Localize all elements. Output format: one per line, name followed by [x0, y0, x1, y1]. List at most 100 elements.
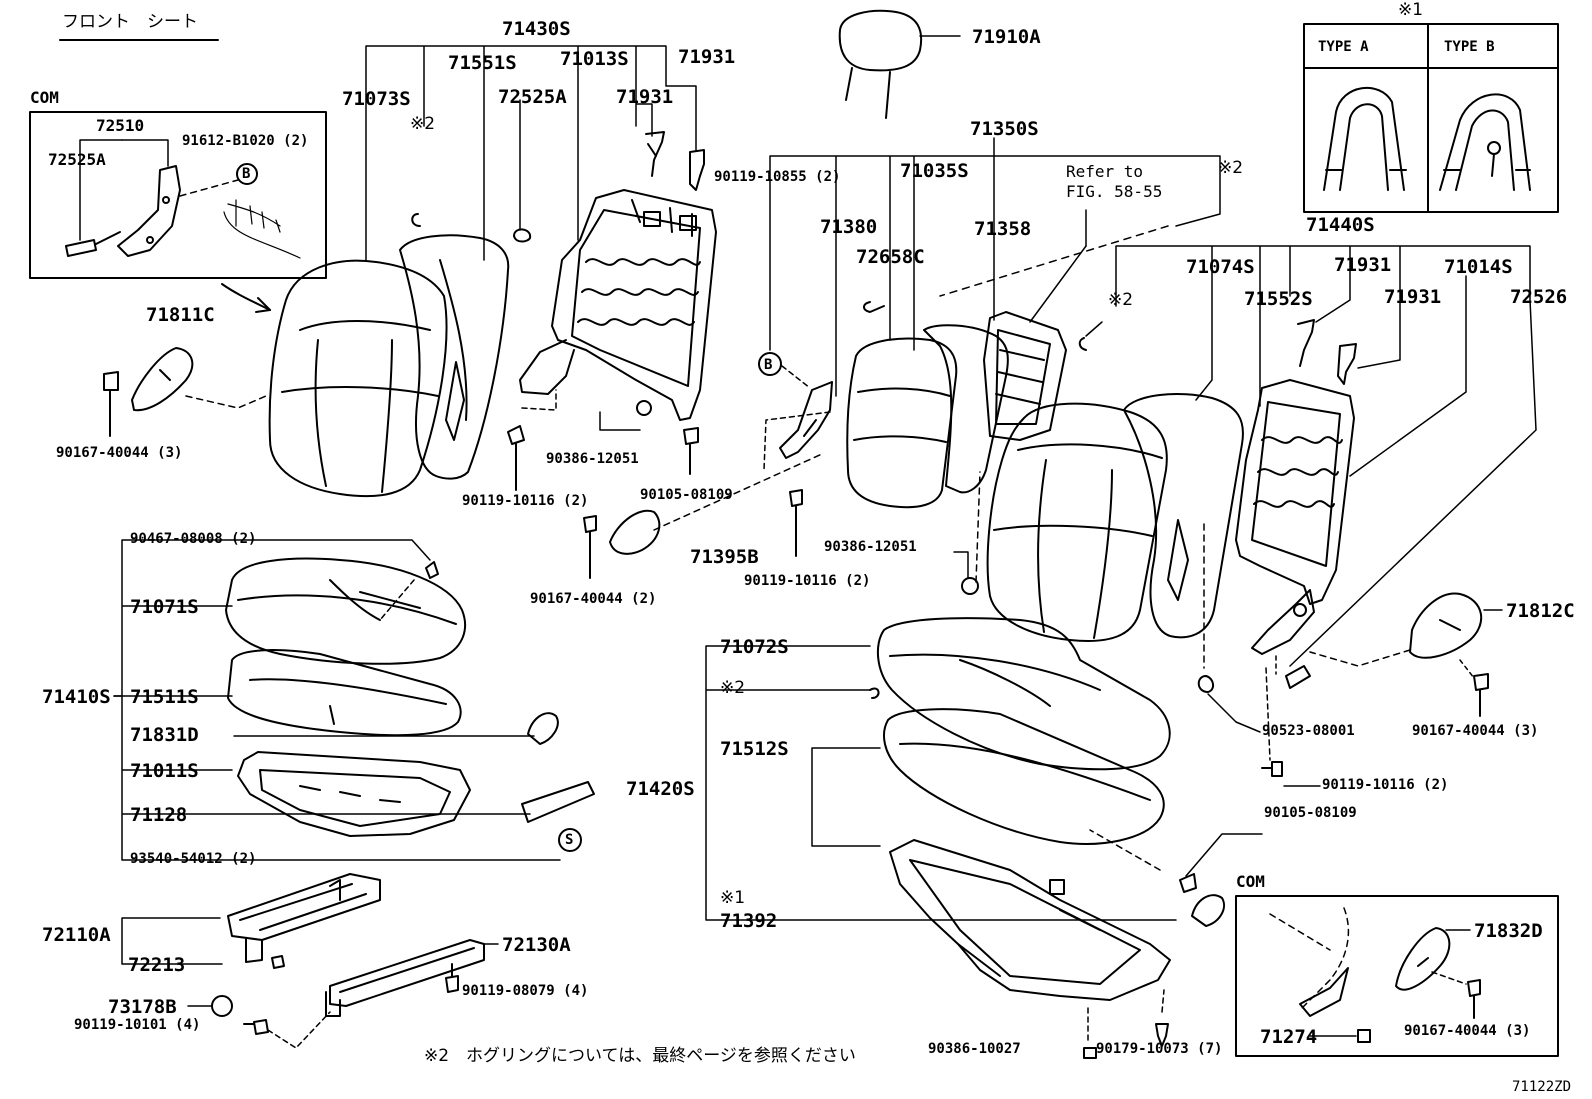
label-71392: 71392: [720, 910, 778, 932]
label-90386-10027: 90386-10027: [928, 1041, 1021, 1057]
leader-tree-71440S: [1115, 245, 1537, 667]
leader-90386-left: [599, 411, 641, 431]
label-b-inset: B: [242, 166, 251, 182]
seat-back-cover-left-icon: [268, 259, 448, 498]
hog-ring-icon-c: [1078, 337, 1087, 351]
cap-71274-icon: [1357, 1029, 1371, 1043]
label-71831D: 71831D: [130, 724, 199, 746]
ref-circle-b-inset: [236, 163, 258, 185]
leader-dash-bracket: [521, 389, 557, 411]
label-71380: 71380: [820, 216, 878, 238]
bolt-90167-left-icon: [103, 371, 119, 437]
type-inset-frame: [1303, 23, 1559, 213]
label-90523-08001: 90523-08001: [1262, 723, 1355, 739]
seat-rail-72130A-icon: [325, 939, 485, 1017]
seat-cushion-pad-right-icon: [883, 708, 1165, 845]
label-71552S: 71552S: [1244, 288, 1313, 310]
leader-dash-90105b: [1089, 829, 1161, 871]
pin-72526-icon: [1285, 665, 1311, 689]
bolt-90179-icon: [1155, 1023, 1169, 1047]
label-71074S: 71074S: [1186, 256, 1255, 278]
leader-dash-71395B: [653, 453, 823, 531]
leader-90105b: [1185, 833, 1263, 877]
leader-72110A: [121, 917, 223, 965]
label-71410S: 71410S: [42, 686, 111, 708]
cover-71831D-icon: [527, 712, 559, 745]
leader-dash-90179: [1161, 989, 1165, 1013]
leader-dash-10116c: [1265, 667, 1271, 761]
label-90167-40044-c: 90167-40044 (3): [1412, 723, 1539, 739]
seat-back-pad-left-icon: [399, 234, 510, 480]
com-inset-right-frame: [1235, 895, 1559, 1057]
inset-dash-lines: [1269, 907, 1350, 1011]
label-71511S: 71511S: [130, 686, 199, 708]
bolt-90167c-icon: [1473, 673, 1489, 717]
seat-cushion-frame-left-icon: [237, 751, 471, 837]
label-71071S: 71071S: [130, 596, 199, 618]
leader-dash-90386b: [975, 471, 981, 583]
leader-dash-bolt-c: [1459, 659, 1475, 679]
label-71420S: 71420S: [626, 778, 695, 800]
seat-cushion-cover-right-icon: [876, 617, 1171, 771]
label-71011S: 71011S: [130, 760, 199, 782]
bolt-90105b-icon: [1179, 873, 1197, 893]
headrest-guide-icon-d: [1337, 343, 1357, 385]
label-90167-40044-b: 90167-40044 (2): [530, 591, 657, 607]
label-71440S: 71440S: [1306, 214, 1375, 236]
com-inset-right-title: COM: [1236, 872, 1265, 891]
label-71395B: 71395B: [690, 546, 759, 568]
cap-72213-icon: [271, 955, 285, 969]
leader-72510: [121, 139, 169, 167]
label-mark2-c: ※2: [1108, 290, 1134, 310]
bolt-90119-10116c-icon: [1261, 761, 1283, 777]
label-refer-to: Refer to: [1066, 162, 1144, 181]
label-72130A: 72130A: [502, 934, 571, 956]
recliner-cover-part-icon: [65, 165, 181, 257]
bolt-90119-10116b-icon: [789, 489, 803, 557]
label-90105-08109-a: 90105-08109: [640, 487, 733, 503]
label-71931-d: 71931: [1384, 286, 1442, 308]
seat-frame-71392-icon: [889, 839, 1171, 1001]
seat-back-pad-center-icon: [923, 324, 1009, 494]
bolt-90119-10116-icon: [507, 425, 525, 491]
label-mark2-a: ※2: [410, 114, 436, 134]
bolt-90119-08079-icon: [445, 963, 459, 993]
label-90386-12051-b: 90386-12051: [824, 539, 917, 555]
seat-wire-detail-icon: [223, 199, 301, 259]
label-71072S: 71072S: [720, 636, 789, 658]
leader-tree-71350S: [769, 137, 1221, 397]
label-90119-10116-c: 90119-10116 (2): [1322, 777, 1449, 793]
label-90119-10101: 90119-10101 (4): [74, 1017, 201, 1033]
page-title: フロント シート: [62, 12, 198, 32]
leader-refer-diag: [1029, 245, 1087, 323]
recliner-71380-icon: [779, 381, 833, 459]
label-mark2-b: ※2: [1218, 158, 1244, 178]
leader-tree-71420S: [705, 645, 1177, 921]
headrest-guide-icon-a: [645, 131, 665, 177]
bolt-90167b-icon: [583, 515, 597, 579]
label-s: S: [565, 832, 574, 848]
label-72658C: 72658C: [856, 246, 925, 268]
arrow-to-seat-icon: [221, 283, 271, 311]
label-90105-08109-b: 90105-08109: [1264, 805, 1357, 821]
label-90167-40044-d: 90167-40044 (3): [1404, 1023, 1531, 1039]
seat-back-pad-right-icon: [1123, 393, 1244, 639]
label-90119-10855: 90119-10855 (2): [714, 169, 841, 185]
cover-71392-icon: [1191, 894, 1225, 927]
label-mark1: ※1: [720, 888, 746, 908]
hog-ring-icon-d: [869, 687, 880, 699]
label-72525A-inset: 72525A: [48, 150, 106, 169]
label-71832D: 71832D: [1474, 920, 1543, 942]
bolt-inset-right-icon: [1467, 979, 1481, 1019]
leader-dash-71812C: [1309, 649, 1411, 667]
leader-dash-10101: [267, 1011, 331, 1049]
hog-ring-72525A-icon: [513, 228, 532, 243]
leader-dash-b: [781, 365, 811, 389]
seat-back-center-icon: [846, 337, 958, 509]
headrest-71910A-icon: [838, 9, 961, 119]
label-72110A: 72110A: [42, 924, 111, 946]
label-71274: 71274: [1260, 1026, 1318, 1048]
label-71350S: 71350S: [970, 118, 1039, 140]
com-inset-left-frame: [29, 111, 327, 279]
